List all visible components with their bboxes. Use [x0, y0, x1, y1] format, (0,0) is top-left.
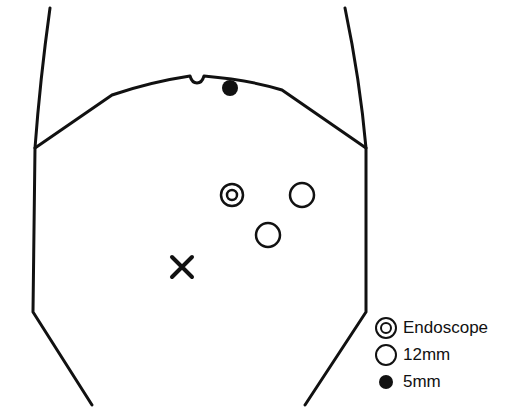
port-endoscope — [221, 184, 243, 206]
port-12mm — [290, 183, 314, 207]
legend-label: 5mm — [403, 372, 441, 392]
legend-endoscope-symbol-inner — [381, 323, 391, 333]
legend-12mm-symbol — [376, 345, 396, 365]
legend-5mm-symbol — [379, 375, 393, 389]
legend-label: 12mm — [403, 345, 450, 365]
port-endoscope-inner — [227, 190, 237, 200]
port-5mm — [222, 80, 238, 96]
port-12mm — [256, 223, 280, 247]
legend-label: Endoscope — [403, 318, 488, 338]
legend-endoscope-symbol — [376, 318, 396, 338]
costal-margin — [35, 76, 366, 148]
torso-right-outline — [305, 8, 366, 405]
torso-left-outline — [33, 8, 92, 405]
cross-mark — [172, 257, 192, 277]
